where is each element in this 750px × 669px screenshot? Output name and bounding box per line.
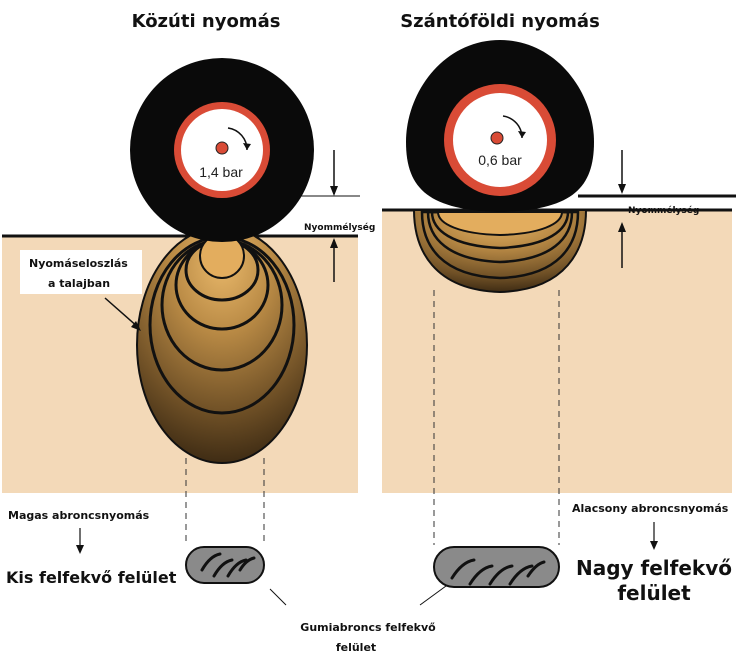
field-tire: 0,6 bar bbox=[406, 40, 594, 212]
svg-text:a talajban: a talajban bbox=[48, 277, 110, 290]
field-depth-arrow-down-icon bbox=[618, 184, 626, 194]
road-contact-label: Kis felfekvő felület bbox=[6, 568, 177, 587]
field-contact-label-line1: Nagy felfekvő bbox=[576, 556, 732, 580]
road-distribution-label: Nyomáseloszlás a talajban bbox=[20, 250, 142, 331]
field-title: Szántóföldi nyomás bbox=[400, 11, 600, 32]
road-pressure-bulb bbox=[136, 226, 308, 464]
svg-text:Nyomáseloszlás: Nyomáseloszlás bbox=[29, 257, 128, 270]
field-pressure-bulb bbox=[412, 209, 588, 294]
field-depth-arrow-up-icon bbox=[618, 222, 626, 232]
field-tire-pressure-label: Alacsony abroncsnyomás bbox=[572, 502, 729, 515]
road-panel: Közúti nyomás 1,4 bar bbox=[2, 11, 375, 587]
field-depth-indicator: Nyommélység bbox=[578, 150, 736, 268]
road-distribution-arrow-icon bbox=[104, 297, 140, 329]
field-contact-label-line2: felület bbox=[617, 581, 691, 605]
road-depth-label: Nyommélység bbox=[304, 222, 375, 233]
footer-leader-right bbox=[419, 585, 447, 606]
road-tire-pressure-label: Magas abroncsnyomás bbox=[8, 509, 150, 522]
svg-text:felület: felület bbox=[336, 641, 376, 654]
field-pressure-value: 0,6 bar bbox=[478, 152, 522, 168]
road-title: Közúti nyomás bbox=[132, 11, 281, 32]
footer-leader-left bbox=[269, 588, 287, 606]
road-contact-patch bbox=[185, 546, 265, 584]
road-depth-arrow-down-icon bbox=[330, 186, 338, 196]
road-depth-arrow-up-icon bbox=[330, 238, 338, 248]
field-depth-label: Nyommélység bbox=[628, 205, 699, 216]
svg-text:Gumiabroncs felfekvő: Gumiabroncs felfekvő bbox=[300, 621, 436, 634]
road-tire: 1,4 bar bbox=[130, 58, 314, 242]
field-contact-patch bbox=[433, 546, 560, 588]
footer-label: Gumiabroncs felfekvő felület bbox=[269, 585, 447, 654]
road-depth-indicator: Nyommélység bbox=[300, 150, 375, 282]
field-panel: Szántóföldi nyomás 0,6 bar bbox=[382, 11, 736, 605]
road-pressure-value: 1,4 bar bbox=[199, 164, 243, 180]
